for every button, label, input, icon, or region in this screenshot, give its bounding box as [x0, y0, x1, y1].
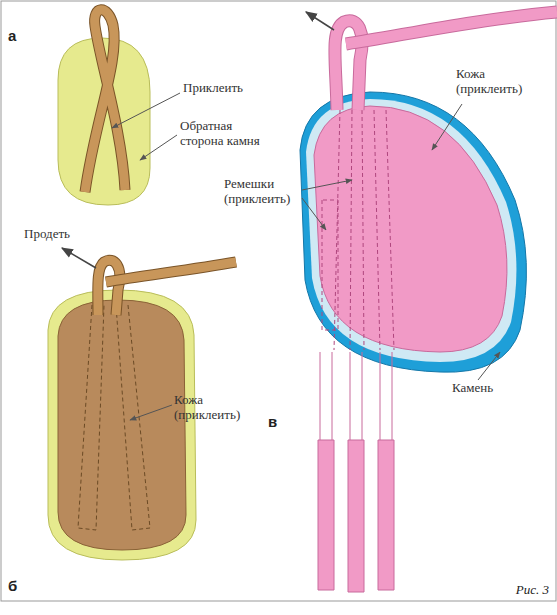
panel-c-art — [300, 12, 557, 592]
part-label: Кожа (приклеить) — [174, 392, 254, 422]
instruction-label: Приклеить — [183, 80, 243, 95]
instruction-label: Продеть — [24, 226, 70, 241]
part-label: Обратная сторона камня — [180, 118, 276, 148]
part-label: Камень — [452, 380, 493, 395]
panel-letter: в — [268, 414, 277, 429]
panel-b-art — [48, 248, 236, 560]
figure-caption: Рис. 3 — [516, 582, 549, 597]
frame — [1, 1, 556, 601]
panel-a-art — [58, 10, 180, 205]
part-label: Кожа (приклеить) — [456, 66, 548, 96]
panel-letter: а — [8, 28, 16, 43]
part-label: Ремешки (приклеить) — [224, 176, 300, 206]
panel-letter: б — [8, 578, 17, 593]
